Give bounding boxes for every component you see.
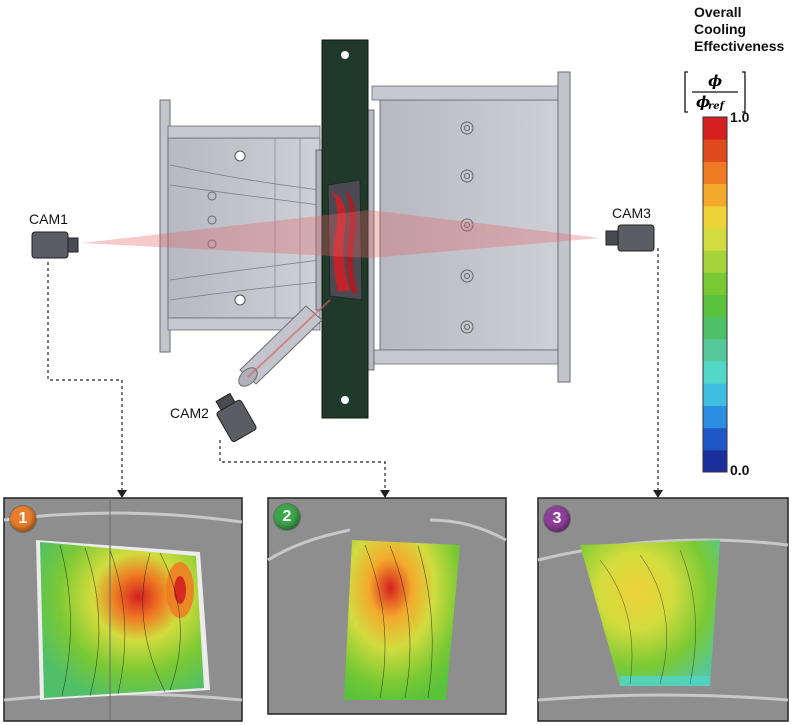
legend-fraction: ϕ ϕ ref bbox=[684, 70, 746, 114]
scale-band bbox=[703, 338, 727, 362]
scale-band bbox=[703, 272, 727, 295]
fraction-denominator: ϕ bbox=[696, 93, 711, 111]
scale-band bbox=[703, 117, 727, 140]
camera-connectors bbox=[47, 248, 659, 492]
view-1-badge: 1 bbox=[10, 506, 36, 532]
scale-band bbox=[703, 139, 727, 162]
inset-view-2 bbox=[267, 497, 507, 715]
connector-arrowheads bbox=[117, 490, 663, 498]
scale-band bbox=[703, 227, 727, 251]
view-3-badge: 3 bbox=[544, 506, 570, 532]
legend-title-line-3: Effectiveness bbox=[694, 38, 785, 54]
color-scale-bar bbox=[702, 116, 728, 473]
cam2-camera-icon bbox=[215, 392, 257, 442]
scale-band bbox=[703, 294, 727, 318]
fraction-denominator-subscript: ref bbox=[708, 101, 724, 112]
scale-band bbox=[703, 250, 727, 273]
scale-bar-outline bbox=[702, 116, 728, 473]
cam1-label: CAM1 bbox=[29, 211, 68, 227]
scale-max-label: 1.0 bbox=[730, 109, 750, 125]
scale-band bbox=[703, 361, 727, 384]
cam2-label: CAM2 bbox=[170, 405, 209, 421]
cam3-label: CAM3 bbox=[612, 205, 651, 221]
inset-view-3 bbox=[537, 497, 789, 722]
scale-band bbox=[703, 383, 727, 406]
scale-band bbox=[703, 405, 727, 429]
fraction-numerator: ϕ bbox=[708, 72, 723, 90]
test-section-assembly bbox=[82, 39, 600, 419]
scale-band bbox=[703, 183, 727, 207]
scale-band bbox=[703, 449, 727, 473]
scale-min-label: 0.0 bbox=[730, 462, 750, 478]
legend-title-line-1: Overall bbox=[694, 4, 742, 20]
cam1-camera-icon bbox=[31, 231, 79, 259]
legend-title-line-2: Cooling bbox=[694, 21, 747, 37]
scale-band bbox=[703, 161, 727, 185]
inset-view-1 bbox=[3, 497, 243, 722]
cam3-camera-icon bbox=[605, 224, 655, 252]
scale-band bbox=[703, 205, 727, 229]
view-2-badge: 2 bbox=[274, 504, 300, 530]
scale-band bbox=[703, 427, 727, 451]
scale-band bbox=[703, 316, 727, 340]
